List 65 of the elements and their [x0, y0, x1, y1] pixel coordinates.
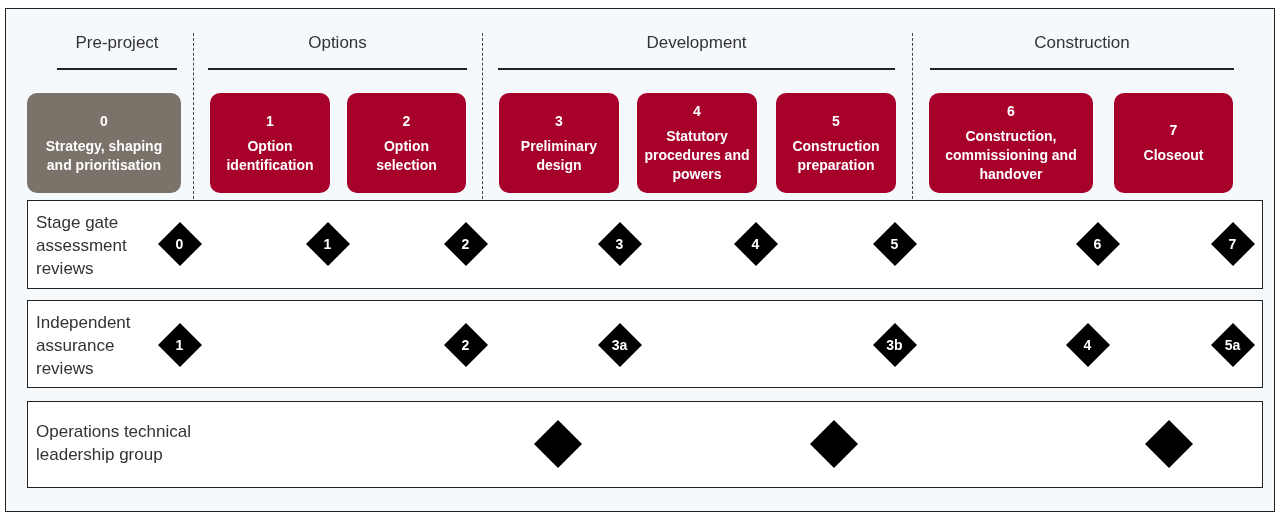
stage-number: 4 [693, 102, 701, 121]
stage-number: 0 [100, 111, 108, 131]
milestone-diamond [733, 221, 778, 266]
phase-heading: Pre-project [74, 33, 160, 53]
milestone-diamond [157, 322, 202, 367]
milestone-diamond [1144, 419, 1193, 468]
stage-box [27, 93, 181, 193]
row-label: Stage gate assessment reviews [36, 212, 128, 280]
stage-number: 1 [266, 111, 274, 131]
milestone-label: 1 [175, 336, 184, 353]
milestone-label: 3a [611, 336, 628, 353]
milestone-diamond [443, 221, 488, 266]
review-row [27, 401, 1263, 488]
milestone-diamond [1210, 322, 1255, 367]
stage-title: Option identification [225, 136, 315, 175]
review-row [27, 200, 1263, 289]
milestone-label: 2 [461, 336, 470, 353]
milestone-label: 5a [1224, 336, 1241, 353]
milestone-label: 7 [1228, 235, 1237, 252]
milestone-diamond [305, 221, 350, 266]
milestone-diamond [597, 221, 642, 266]
milestone-diamond [443, 322, 488, 367]
stage-box [499, 93, 619, 193]
stage-title: Closeout [1143, 146, 1204, 165]
milestone-diamond [1075, 221, 1120, 266]
stage-title: Preliminary design [519, 136, 599, 175]
milestone-label: 6 [1093, 235, 1102, 252]
milestone-label: 3 [615, 235, 624, 252]
milestone-diamond [597, 322, 642, 367]
stage-box [1114, 93, 1233, 193]
milestone-diamond [809, 419, 858, 468]
milestone-diamond [1065, 322, 1110, 367]
stage-title: Option selection [375, 136, 438, 175]
milestone-label: 5 [890, 235, 899, 252]
stage-number: 3 [555, 111, 563, 131]
stage-box [347, 93, 466, 193]
milestone-diamond [1210, 221, 1255, 266]
row-label: Operations technical leadership group [36, 421, 192, 466]
stage-box [776, 93, 896, 193]
stage-box [929, 93, 1093, 193]
stage-box [210, 93, 330, 193]
stage-title: Construction preparation [791, 136, 881, 175]
phase-heading: Construction [1033, 33, 1131, 53]
stage-number: 2 [402, 111, 411, 131]
stage-title: Construction, commissioning and handover [944, 127, 1078, 184]
stage-title: Statutory procedures and powers [643, 127, 751, 184]
milestone-label: 0 [175, 235, 184, 252]
milestone-label: 4 [1083, 336, 1092, 353]
phase-heading: Development [645, 33, 748, 53]
milestone-label: 2 [461, 235, 470, 252]
milestone-diamond [157, 221, 202, 266]
row-label: Independent assurance reviews [36, 312, 132, 380]
milestone-diamond [872, 322, 917, 367]
review-row [27, 300, 1263, 388]
phase-heading: Options [307, 33, 368, 53]
stage-number: 5 [832, 111, 840, 131]
stage-number: 6 [1007, 102, 1015, 121]
milestone-diamond [872, 221, 917, 266]
milestone-label: 1 [323, 235, 332, 252]
milestone-diamond [533, 419, 582, 468]
stage-box [637, 93, 757, 193]
milestone-label: 3b [886, 336, 903, 353]
stage-title: Strategy, shaping and prioritisation [44, 136, 164, 175]
stage-number: 7 [1169, 121, 1178, 140]
milestone-label: 4 [751, 235, 760, 252]
